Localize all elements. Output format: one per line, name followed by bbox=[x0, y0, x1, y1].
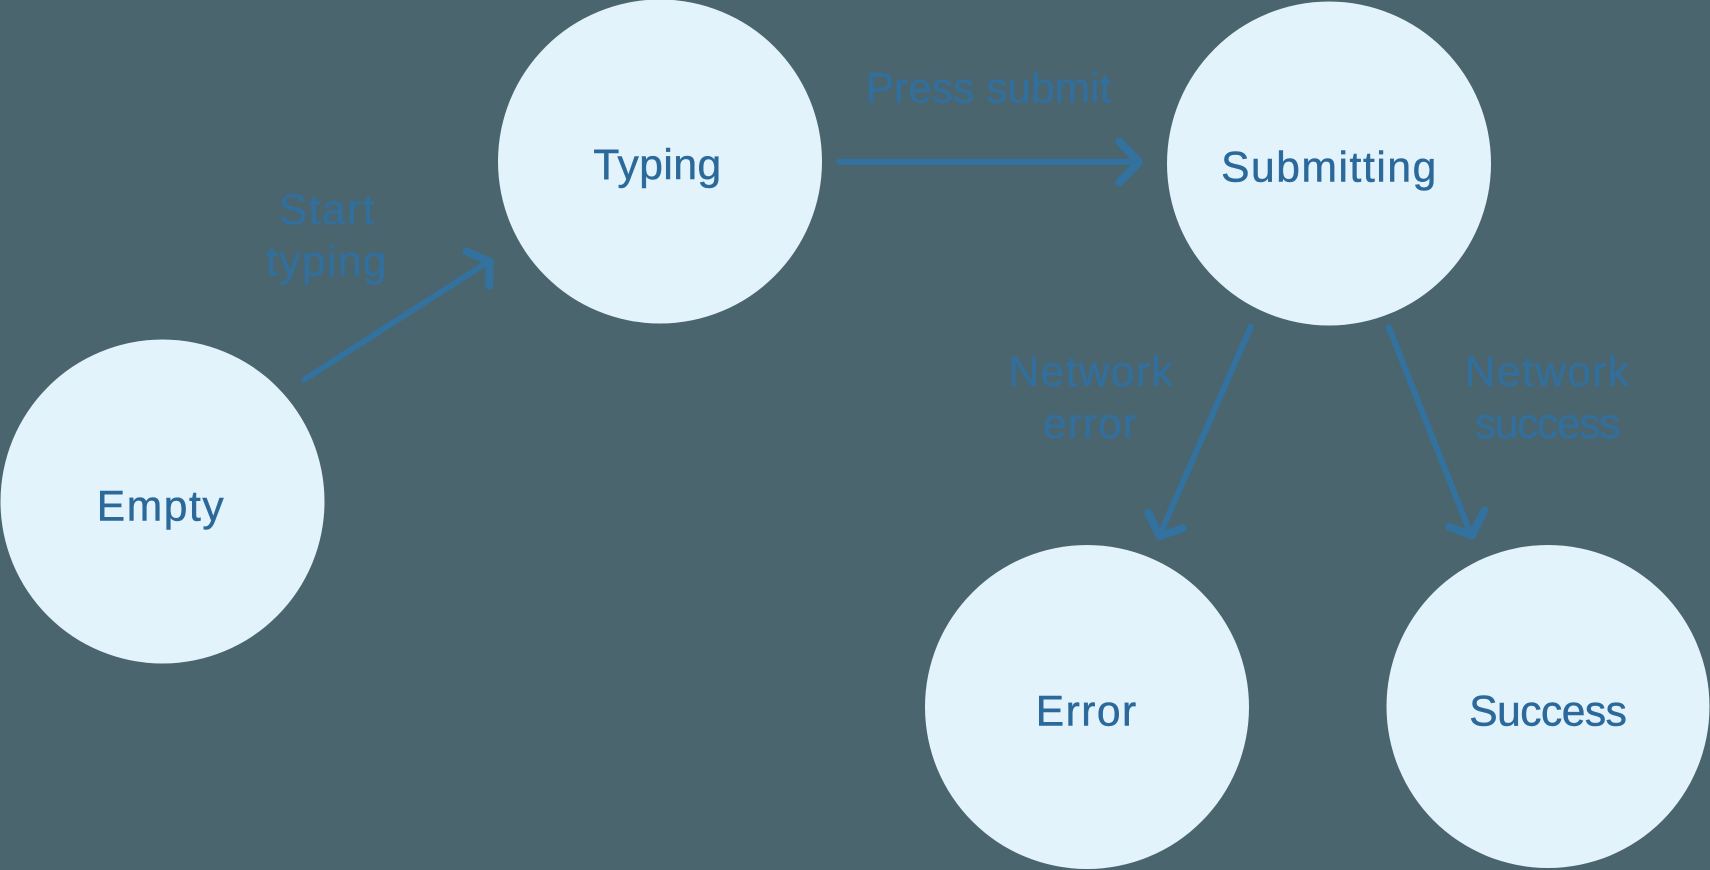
svg-text:Network: Network bbox=[1008, 349, 1174, 396]
svg-text:success: success bbox=[1475, 401, 1619, 448]
svg-text:error: error bbox=[1043, 401, 1138, 448]
svg-text:Press submit: Press submit bbox=[866, 66, 1112, 113]
svg-text:Start: Start bbox=[279, 187, 376, 234]
svg-text:Network: Network bbox=[1465, 349, 1631, 396]
svg-text:Error: Error bbox=[1036, 689, 1138, 736]
svg-text:Empty: Empty bbox=[97, 484, 225, 531]
svg-text:Success: Success bbox=[1469, 689, 1626, 736]
svg-text:Typing: Typing bbox=[593, 142, 721, 189]
svg-text:typing: typing bbox=[266, 238, 388, 285]
svg-text:Submitting: Submitting bbox=[1221, 145, 1438, 192]
